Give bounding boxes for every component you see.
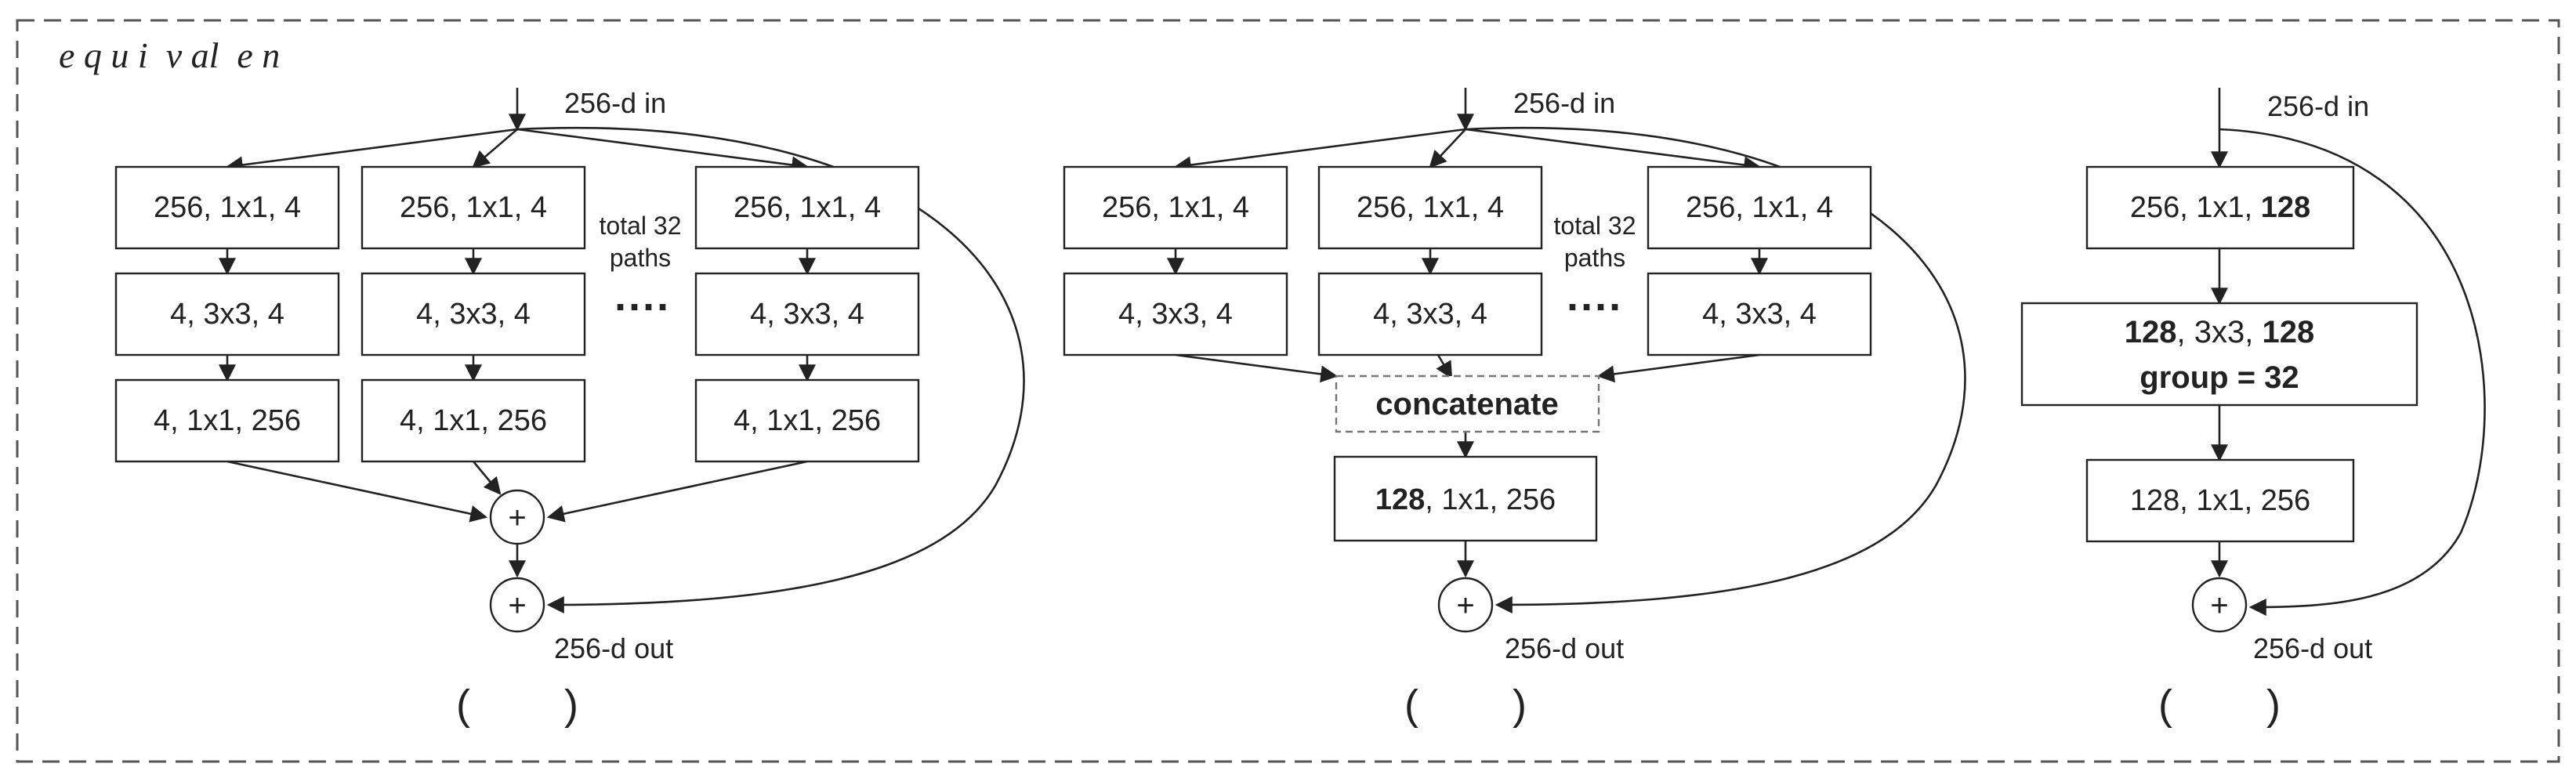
paths-note: total 32 bbox=[600, 212, 682, 240]
sum-symbol: + bbox=[2210, 588, 2228, 623]
shortcut-arrow bbox=[1465, 126, 1966, 613]
box-label: 256, 1x1, 4 bbox=[1357, 191, 1504, 224]
sum-node bbox=[489, 577, 545, 633]
box-label: 4, 3x3, 4 bbox=[1373, 298, 1487, 331]
output-label: 256-d out bbox=[554, 632, 673, 664]
sum-symbol: + bbox=[1456, 588, 1474, 623]
shortcut-arrow bbox=[2219, 128, 2486, 616]
arrow bbox=[1173, 128, 1466, 174]
box-label: 4, 3x3, 4 bbox=[416, 298, 531, 331]
layer-box bbox=[1317, 165, 1543, 250]
arrow bbox=[1596, 353, 1760, 383]
figure-title: e q u i v al e n bbox=[59, 35, 280, 75]
box-label-rest: 256, 1x1, bbox=[2130, 191, 2261, 224]
paths-note: total 32 bbox=[1554, 212, 1636, 240]
layer-box bbox=[2085, 458, 2355, 543]
box-label-rest: , 1x1, 256 bbox=[1425, 483, 1556, 516]
ellipsis: ···· bbox=[1567, 284, 1623, 331]
layer-box bbox=[1063, 165, 1288, 250]
input-label: 256-d in bbox=[1513, 87, 1615, 119]
box-label: 4, 3x3, 4 bbox=[170, 298, 284, 331]
panel-caption: ( ) bbox=[2158, 682, 2281, 729]
bold-channel-count: 128 bbox=[2262, 315, 2314, 349]
arrow bbox=[546, 460, 808, 523]
layer-box bbox=[360, 272, 586, 356]
layer-box bbox=[694, 165, 920, 250]
ellipsis: ···· bbox=[614, 284, 671, 331]
layer-box bbox=[1647, 165, 1872, 250]
shortcut-arrow bbox=[516, 126, 1025, 613]
layer-box bbox=[360, 378, 586, 463]
arrow bbox=[1175, 353, 1339, 383]
layer-box bbox=[1063, 272, 1288, 356]
bold-channel-count: 128 bbox=[2125, 315, 2177, 349]
layer-box bbox=[360, 165, 586, 250]
layer-box bbox=[114, 378, 340, 463]
layer-box bbox=[694, 272, 920, 356]
box-label: 128, 1x1, 256 bbox=[2130, 484, 2310, 517]
group-label: group = 32 bbox=[2139, 360, 2299, 395]
layer-box bbox=[1647, 272, 1872, 356]
output-label: 256-d out bbox=[1505, 632, 1624, 664]
paths-note: paths bbox=[1564, 244, 1625, 272]
output-label: 256-d out bbox=[2253, 632, 2372, 664]
arrow bbox=[472, 128, 518, 168]
concatenate-label: concatenate bbox=[1375, 387, 1558, 422]
labels-layer: 256-d in 256, 1x1, 4 4, 3x3, 4 4, 1x1, 2… bbox=[154, 87, 2372, 729]
concatenate-box bbox=[1335, 375, 1600, 433]
box-label: 256, 1x1, 4 bbox=[400, 191, 547, 224]
box-label: 256, 1x1, 4 bbox=[1102, 191, 1249, 224]
layer-box bbox=[694, 378, 920, 463]
boxes-layer bbox=[114, 165, 2418, 633]
box-label-rest: , 3x3, bbox=[2177, 315, 2263, 349]
box-label: 4, 1x1, 256 bbox=[154, 404, 301, 437]
sum-symbol: + bbox=[508, 501, 526, 535]
input-label: 256-d in bbox=[2267, 90, 2369, 122]
box-label: 4, 3x3, 4 bbox=[750, 298, 864, 331]
arrow bbox=[1429, 128, 1466, 168]
box-label: 256, 1x1, 4 bbox=[1686, 191, 1833, 224]
sum-node bbox=[489, 489, 545, 545]
arrow bbox=[1436, 354, 1453, 379]
outer-dashed-frame bbox=[16, 19, 2560, 763]
bold-channel-count: 128 bbox=[1375, 483, 1425, 516]
bold-channel-count: 128 bbox=[2261, 191, 2310, 224]
layer-box bbox=[1317, 272, 1543, 356]
layer-box bbox=[2085, 165, 2355, 250]
arrow bbox=[1465, 128, 1762, 174]
box-label: 4, 3x3, 4 bbox=[1702, 298, 1817, 331]
box-label: 4, 3x3, 4 bbox=[1118, 298, 1233, 331]
arrow bbox=[472, 461, 502, 495]
arrow bbox=[516, 128, 810, 174]
arrows-layer bbox=[219, 88, 2486, 616]
paths-note: paths bbox=[610, 244, 671, 272]
panel-caption: ( ) bbox=[1404, 682, 1527, 729]
box-label: 256, 1x1, 4 bbox=[734, 191, 881, 224]
layer-box bbox=[1333, 455, 1598, 542]
arrow bbox=[225, 128, 518, 174]
input-label: 256-d in bbox=[564, 87, 666, 119]
box-label: 256, 1x1, 4 bbox=[154, 191, 301, 224]
box-label: 128, 1x1, 256 bbox=[1375, 483, 1556, 516]
box-label: 128, 3x3, 128 bbox=[2125, 315, 2314, 349]
layer-box bbox=[2020, 302, 2418, 407]
layer-box bbox=[114, 165, 340, 250]
sum-node bbox=[1437, 577, 1494, 633]
sum-symbol: + bbox=[508, 588, 526, 623]
box-label: 4, 1x1, 256 bbox=[400, 404, 547, 437]
arrow bbox=[226, 460, 488, 523]
panel-caption: ( ) bbox=[456, 682, 578, 729]
sum-node bbox=[2191, 577, 2248, 633]
layer-box bbox=[114, 272, 340, 356]
box-label: 256, 1x1, 128 bbox=[2130, 191, 2310, 224]
box-label: 4, 1x1, 256 bbox=[734, 404, 881, 437]
